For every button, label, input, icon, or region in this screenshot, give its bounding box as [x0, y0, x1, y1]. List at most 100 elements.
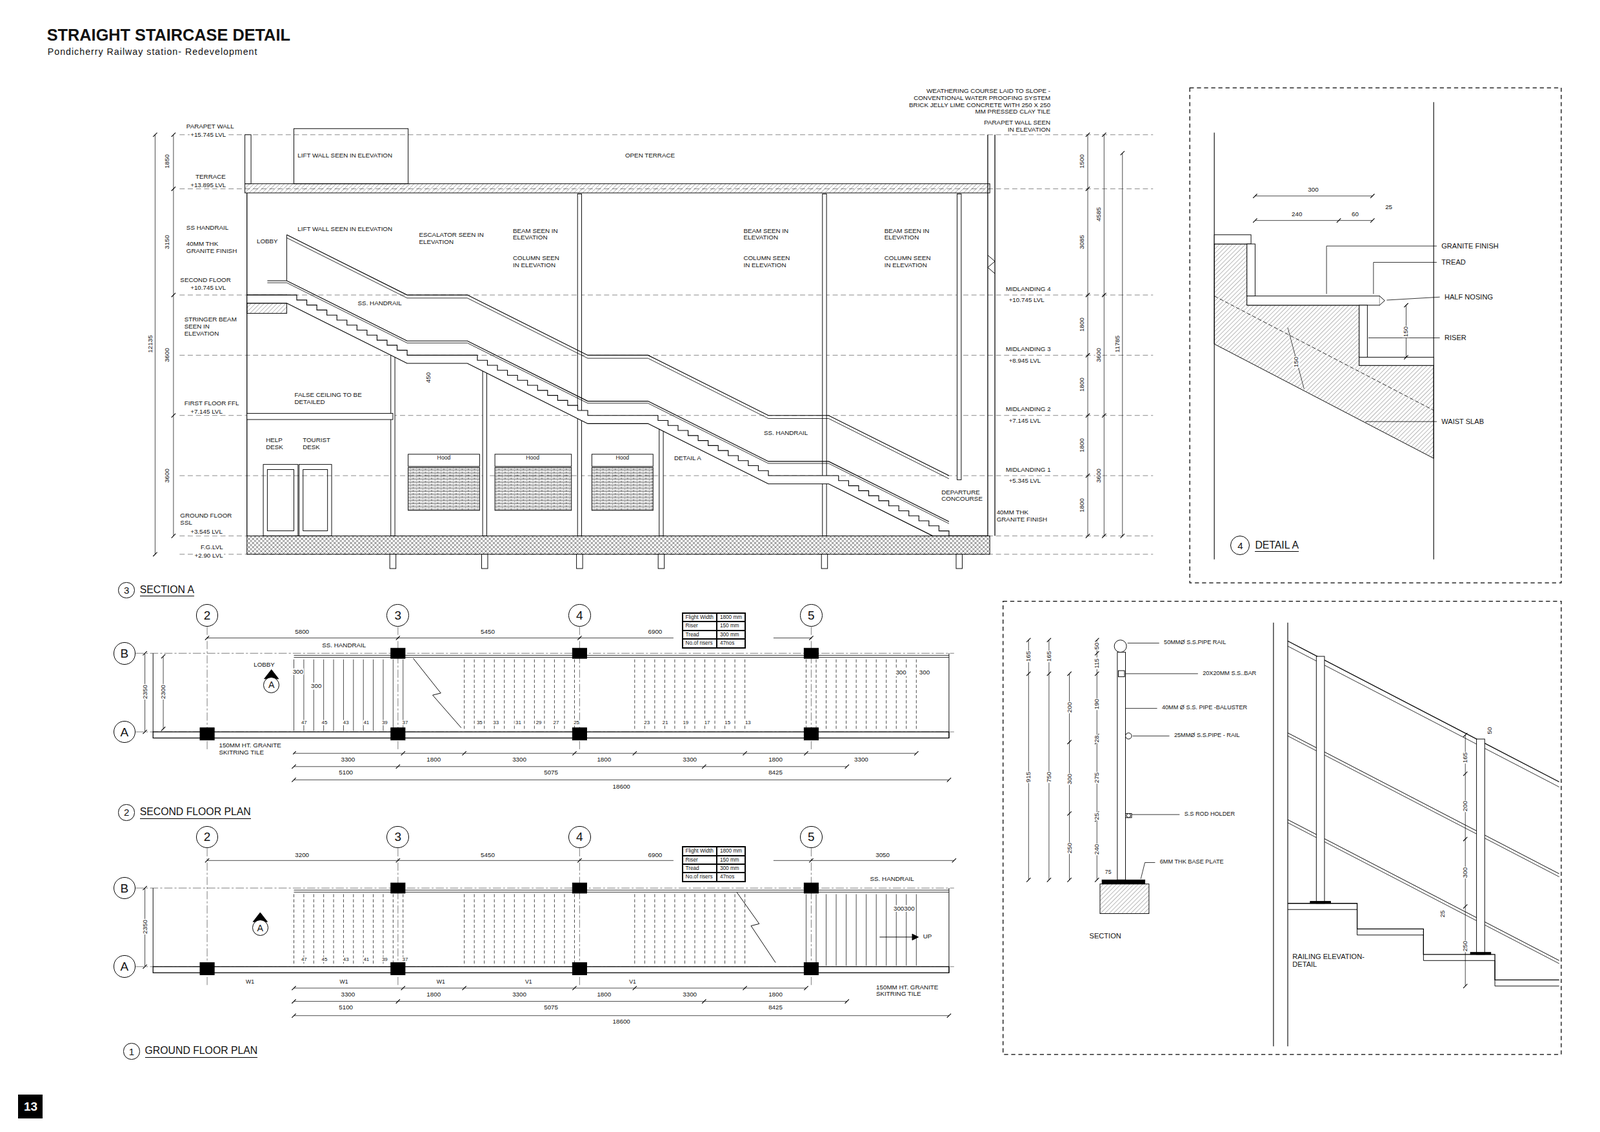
annotation-text: 1800 — [425, 755, 442, 763]
base-plate — [1101, 879, 1145, 884]
rod-holder — [1125, 813, 1132, 818]
dimension-tick — [947, 777, 951, 782]
annotation-text: 23 — [643, 719, 651, 726]
dimension-tick — [1463, 732, 1468, 737]
dimension-tick — [205, 858, 210, 862]
annotation-text: 15 — [723, 719, 731, 726]
dimension-text: 4585 — [1095, 206, 1103, 222]
dimension-text: 115 — [1093, 657, 1101, 670]
tread-line — [644, 894, 646, 966]
grid-bubble: 5 — [800, 603, 823, 627]
table-cell: 300 mm — [716, 863, 746, 873]
dimension-tick — [701, 998, 706, 1003]
annotation-text: FIRST FLOOR FFL — [183, 400, 240, 408]
tread-line — [343, 894, 344, 966]
dimension-tick — [1370, 194, 1375, 199]
dimension-tick — [142, 729, 147, 734]
annotation-text: 39 — [381, 719, 389, 726]
grid-bubble: B — [113, 641, 137, 665]
leader-line — [1131, 814, 1180, 815]
annotation-text: 150MM HT. GRANITE SKITRING TILE — [875, 983, 951, 999]
wall-edge — [948, 887, 950, 973]
shop-wall — [408, 467, 480, 510]
leader-line — [1125, 672, 1199, 674]
grid-bubble: 2 — [196, 825, 219, 849]
leader-line — [1125, 707, 1158, 709]
dimension-text: 50 — [1486, 726, 1494, 735]
annotation-text: +15.745 LVL — [189, 131, 227, 139]
grid-bubble: 3 — [386, 603, 410, 627]
leader-line — [1132, 735, 1170, 737]
column — [572, 727, 587, 740]
concrete — [1100, 883, 1150, 914]
node-text: 3 — [394, 609, 402, 622]
dimension-line — [207, 637, 674, 639]
view-title: 4DETAIL A — [1230, 535, 1299, 555]
node-text: 3 — [394, 830, 402, 843]
annotation-text: 3300 — [340, 755, 356, 763]
leader-line — [1127, 642, 1160, 644]
section-marker: A — [252, 919, 269, 936]
tread-line — [805, 894, 807, 966]
level-line — [179, 294, 1153, 296]
tread-line — [534, 659, 535, 731]
dimension-text: 250 — [1461, 940, 1470, 952]
tread-line — [352, 659, 354, 731]
dimension-tick — [1085, 473, 1090, 478]
tread-line — [634, 659, 635, 731]
dimension-tick — [291, 777, 296, 782]
node-text: A — [257, 923, 264, 933]
dimension-tick — [1094, 650, 1099, 655]
table-cell: Flight Width — [682, 612, 717, 622]
annotation-text: COLUMN SEEN IN ELEVATION — [742, 254, 797, 270]
tread-line — [634, 894, 635, 966]
square-bar — [1118, 670, 1124, 677]
view-title: 2SECOND FLOOR PLAN — [118, 803, 251, 820]
dimension-text: 300 — [1065, 772, 1073, 785]
tread-line — [714, 894, 716, 966]
annotation-text: 1800 — [425, 990, 442, 998]
annotation-text: 6MM THK BASE PLATE — [1159, 858, 1225, 865]
annotation-text: 5450 — [480, 851, 496, 859]
dimension-text: 190 — [1093, 698, 1101, 710]
dimension-line — [207, 860, 674, 861]
annotation-text: 6900 — [647, 851, 664, 859]
tread-line — [724, 894, 726, 966]
dimension-tick — [142, 885, 147, 890]
annotation-text: 41 — [362, 719, 370, 726]
hood — [408, 454, 480, 467]
tread-line — [402, 894, 404, 966]
dimension-tick — [171, 186, 176, 191]
door-panel — [267, 469, 294, 531]
annotation-text: 300 — [918, 669, 931, 677]
dimension-tick — [396, 635, 400, 640]
annotation-text: F.G.LVL — [200, 543, 224, 551]
annotation-text: 25 — [572, 719, 580, 726]
annotation-text: 17 — [703, 719, 711, 726]
annotation-text: 3300 — [853, 755, 870, 763]
wall-edge — [152, 887, 154, 967]
annotation-text: 43 — [342, 956, 350, 962]
grid-bubble: 3 — [386, 825, 410, 849]
dimension-tick — [1463, 836, 1468, 841]
node-text: 4 — [576, 830, 584, 843]
dimension-tick — [1047, 671, 1051, 676]
annotation-text: 6900 — [647, 628, 664, 636]
dimension-tick — [1120, 533, 1125, 538]
dimension-tick — [1085, 533, 1090, 538]
tread-line — [885, 659, 887, 731]
annotation-text: 3300 — [511, 755, 528, 763]
column — [390, 882, 406, 893]
tread-line — [313, 659, 315, 731]
node-text: 13 — [23, 1100, 38, 1113]
tread-line — [563, 659, 565, 731]
dimension-text: 1800 — [1078, 376, 1086, 393]
annotation-text: TREAD — [1440, 258, 1467, 266]
rail — [1287, 645, 1560, 787]
column — [482, 361, 487, 536]
annotation-text: SECTION — [1089, 931, 1122, 940]
tread-line — [494, 894, 495, 966]
dimension-tick — [1026, 671, 1031, 676]
annotation-text: 240 — [1290, 210, 1303, 219]
dimension-tick — [1101, 413, 1106, 418]
